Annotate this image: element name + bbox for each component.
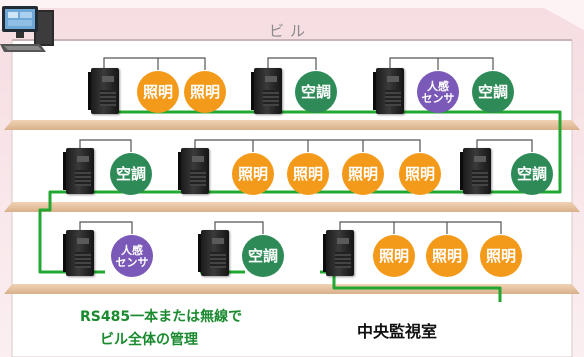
controller-device — [63, 230, 97, 276]
light-node: 照明 — [137, 71, 179, 113]
light-node: 照明 — [373, 235, 415, 277]
air-conditioner-node: 空調 — [110, 153, 152, 195]
air-conditioner-node: 空調 — [295, 71, 337, 113]
floor-slab-2 — [4, 202, 580, 212]
controller-device — [373, 68, 407, 114]
controller-device — [460, 148, 494, 194]
light-node: 照明 — [184, 71, 226, 113]
building-title: ビル — [268, 22, 311, 40]
controller-device — [251, 68, 285, 114]
controller-device — [63, 148, 97, 194]
light-node: 照明 — [232, 153, 274, 195]
controller-device — [178, 148, 212, 194]
floor2-wiring — [79, 139, 533, 152]
air-conditioner-node: 空調 — [511, 153, 553, 195]
floor-slab-1 — [4, 120, 580, 130]
control-room-label: 中央監視室 — [357, 322, 438, 341]
controller-device — [323, 230, 357, 276]
caption-line2: ビル全体の管理 — [100, 332, 198, 348]
floor3-wiring — [79, 221, 502, 234]
motion-sensor-node: 人感 センサ — [111, 235, 153, 277]
light-node: 照明 — [342, 153, 384, 195]
light-node: 照明 — [480, 235, 522, 277]
light-node: 照明 — [399, 153, 441, 195]
air-conditioner-node: 空調 — [472, 71, 514, 113]
light-node: 照明 — [287, 153, 329, 195]
controller-device — [198, 230, 232, 276]
computer-monitor-icon — [0, 6, 54, 52]
floor1-wiring — [103, 57, 494, 72]
caption-line1: RS485一本または無線で — [80, 309, 243, 325]
motion-sensor-node: 人感 センサ — [417, 71, 459, 113]
light-node: 照明 — [426, 235, 468, 277]
controller-device — [88, 68, 122, 114]
air-conditioner-node: 空調 — [242, 235, 284, 277]
